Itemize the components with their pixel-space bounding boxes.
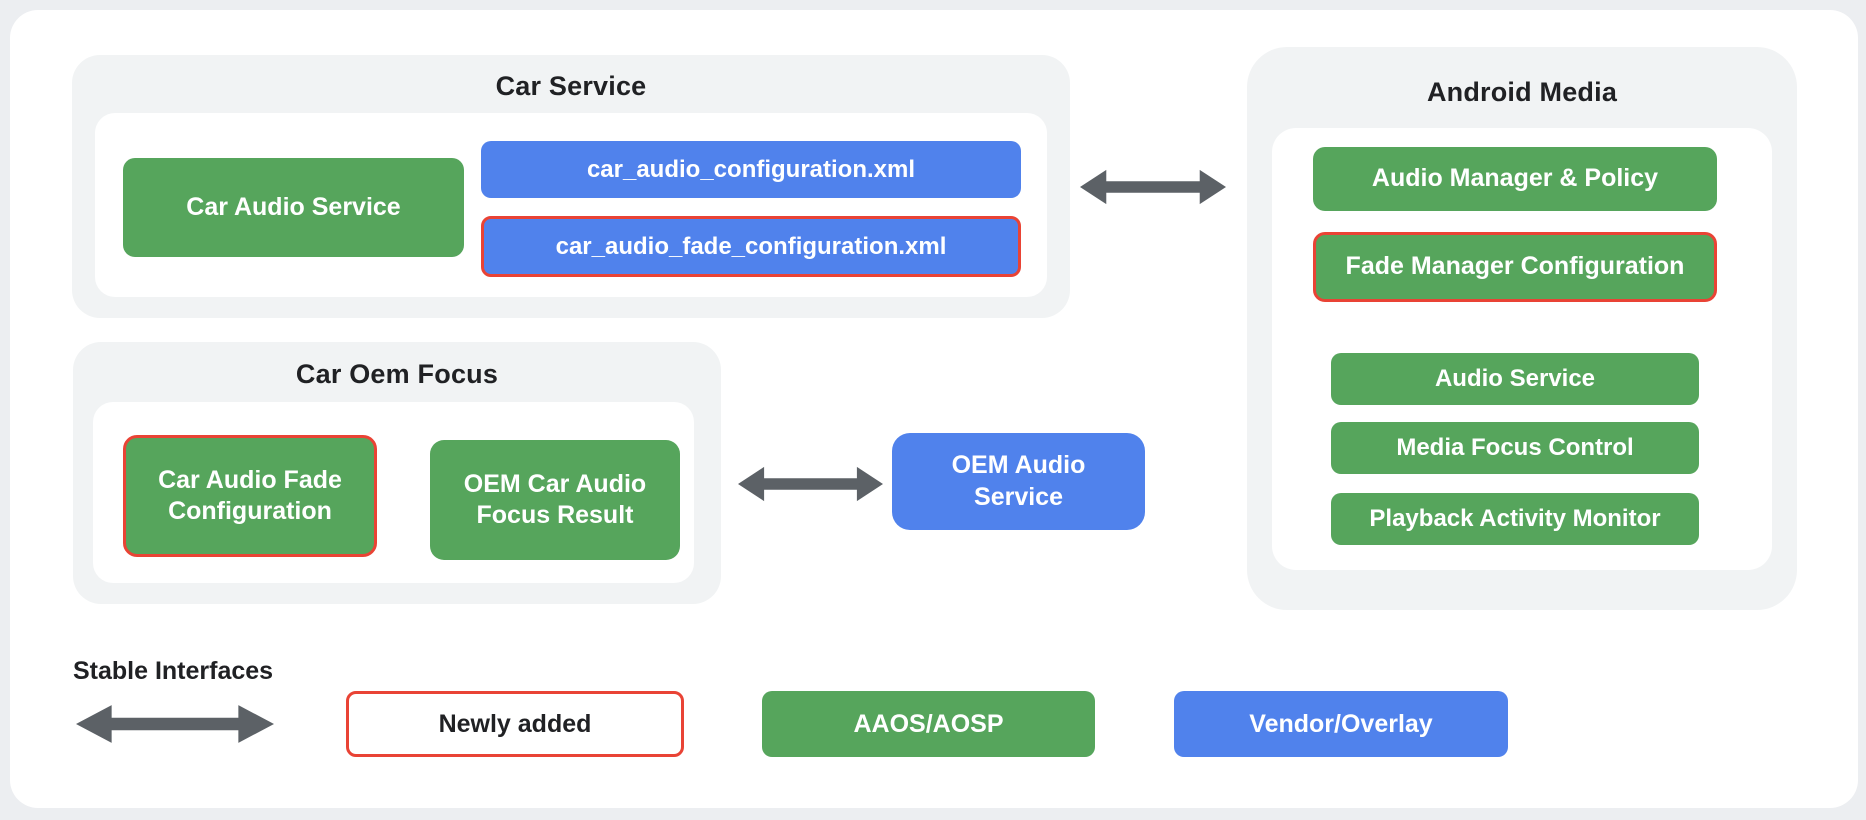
- legend-newly-added: Newly added: [346, 691, 684, 757]
- bidirectional-arrow-icon: [1080, 167, 1226, 207]
- car-audio-fade-configuration-xml-box: car_audio_fade_configuration.xml: [481, 216, 1021, 277]
- playback-activity-monitor-box: Playback Activity Monitor: [1331, 493, 1699, 545]
- stable-interfaces-label: Stable Interfaces: [73, 657, 274, 685]
- car-audio-fade-configuration-box: Car Audio Fade Configuration: [123, 435, 377, 557]
- bidirectional-arrow-icon: [738, 464, 883, 504]
- car-audio-configuration-xml-box: car_audio_configuration.xml: [481, 141, 1021, 198]
- diagram-canvas: Car Service Car Audio Service car_audio_…: [10, 10, 1858, 808]
- audio-service-box: Audio Service: [1331, 353, 1699, 405]
- car-oem-focus-group: Car Oem Focus Car Audio Fade Configurati…: [73, 342, 721, 604]
- oem-car-audio-focus-result-box: OEM Car Audio Focus Result: [430, 440, 680, 560]
- car-oem-focus-title: Car Oem Focus: [295, 359, 499, 389]
- legend-aaos-aosp: AAOS/AOSP: [762, 691, 1095, 757]
- legend-vendor-overlay: Vendor/Overlay: [1174, 691, 1508, 757]
- oem-audio-service-box: OEM Audio Service: [892, 433, 1145, 530]
- android-media-group: Android Media Audio Manager & Policy Fad…: [1247, 47, 1797, 610]
- car-oem-focus-panel: Car Audio Fade Configuration OEM Car Aud…: [93, 402, 694, 583]
- audio-manager-policy-box: Audio Manager & Policy: [1313, 147, 1717, 211]
- car-service-group: Car Service Car Audio Service car_audio_…: [72, 55, 1070, 318]
- car-service-panel: Car Audio Service car_audio_configuratio…: [95, 113, 1047, 297]
- android-media-title: Android Media: [1426, 77, 1618, 107]
- media-focus-control-box: Media Focus Control: [1331, 422, 1699, 474]
- android-media-panel: Audio Manager & Policy Fade Manager Conf…: [1272, 128, 1772, 570]
- fade-manager-configuration-box: Fade Manager Configuration: [1313, 232, 1717, 302]
- bidirectional-arrow-icon: [76, 702, 274, 746]
- car-audio-service-box: Car Audio Service: [123, 158, 464, 257]
- car-service-title: Car Service: [495, 71, 647, 101]
